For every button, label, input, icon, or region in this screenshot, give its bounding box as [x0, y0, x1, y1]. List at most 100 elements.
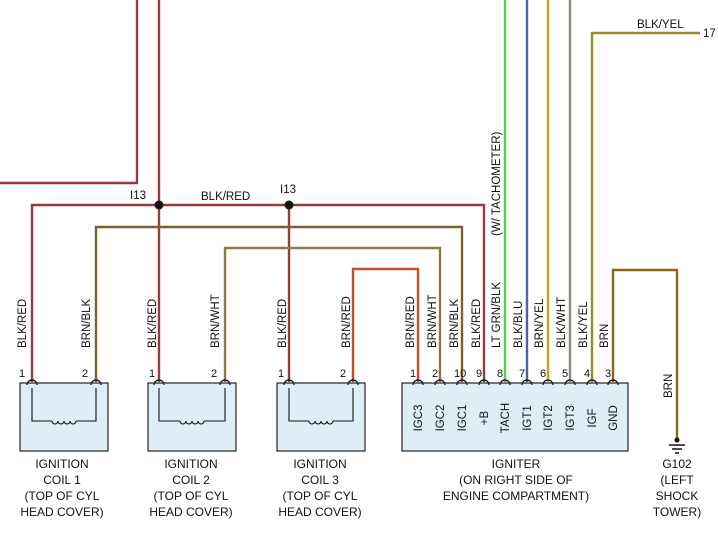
coil2-pin2-number: 2	[211, 368, 217, 380]
coil1-pin-sockets-icon	[26, 379, 102, 386]
igniter-pin-socket-icon	[478, 379, 490, 386]
coil3-pin2-number: 2	[340, 368, 346, 380]
captions: IGNITION COIL 1 (TOP OF CYL HEAD COVER) …	[20, 457, 701, 519]
coil1-body	[19, 382, 109, 452]
ground-icon	[669, 444, 685, 454]
coil3-caption-line: IGNITION	[293, 457, 346, 471]
igniter-pin-number: 1	[410, 368, 416, 380]
wire-brn-ground	[611, 268, 679, 440]
igniter-terminal-label: +B	[479, 410, 491, 425]
igniter-wire-label: BLK/BLU	[513, 301, 525, 348]
coil3-winding-icon	[288, 388, 354, 425]
igniter-pin-number: 6	[540, 368, 546, 380]
splice-right-label: I13	[280, 184, 296, 196]
igniter-wire-label: BRN/RED	[405, 296, 417, 348]
coil3-pin-sockets-icon	[283, 379, 359, 386]
ground-caption-line: TOWER)	[653, 505, 701, 519]
igniter-pin-number: 10	[454, 368, 466, 380]
wire-brn-wht	[223, 246, 442, 382]
vertical-wire-labels: BLK/RED BRN/BLK BLK/RED BRN/WHT BLK/RED …	[17, 131, 675, 398]
igniter-wire-label: BLK/WHT	[556, 297, 568, 348]
igniter-terminal-label: IGC2	[435, 405, 447, 432]
igniter-body	[401, 382, 629, 452]
igniter-wire-label: BRN/BLK	[449, 298, 461, 348]
coil1-caption-line: (TOP OF CYL	[25, 489, 100, 503]
igniter-terminal-label: GND	[608, 405, 620, 431]
igniter-pin-number: 8	[497, 368, 503, 380]
coil2-wire2-label: BRN/WHT	[210, 294, 222, 348]
coil3-caption-line: COIL 3	[301, 473, 339, 487]
igniter-caption-line: IGNITER	[492, 457, 541, 471]
splice-left	[154, 200, 164, 210]
igniter-pin-number: 5	[562, 368, 568, 380]
igniter-pin-socket-icon	[521, 379, 533, 386]
top-wire-label: BLK/YEL	[637, 19, 684, 31]
top-wire-ref: 17	[703, 28, 716, 40]
igniter-terminal-label: IGT3	[565, 405, 577, 431]
igniter-pin-socket-icon	[412, 379, 424, 386]
ground-g102	[669, 437, 685, 454]
igniter-pin-number: 2	[432, 368, 438, 380]
igniter-terminal-label: IGC3	[413, 405, 425, 432]
coil1-caption-line: COIL 1	[43, 473, 81, 487]
igniter-terminal-label: TACH	[500, 403, 512, 433]
coil1-caption-line: IGNITION	[35, 457, 88, 471]
coil2-caption-line: COIL 2	[172, 473, 210, 487]
coil2-body	[147, 382, 237, 452]
splice-right	[284, 200, 294, 210]
ignition-coil-2: 1 2	[147, 368, 237, 452]
coil3-body	[276, 382, 366, 452]
igniter-caption-line: (ON RIGHT SIDE OF	[459, 473, 573, 487]
coil2-wire1-label: BLK/RED	[147, 299, 159, 348]
coil2-caption-line: (TOP OF CYL	[154, 489, 229, 503]
igniter-wire-label: BRN	[599, 324, 611, 348]
igniter-terminal-label: IGT1	[522, 405, 534, 431]
coil1-pin2-number: 2	[82, 368, 88, 380]
wires	[0, 0, 700, 440]
igniter-pin-socket-icon	[564, 379, 576, 386]
igniter-pin-number: 9	[476, 368, 482, 380]
coil1-wire2-label: BRN/BLK	[81, 298, 93, 348]
coil3-pin1-number: 1	[278, 368, 284, 380]
wire-feed-left	[0, 0, 139, 185]
igniter-terminal-label: IGC1	[457, 405, 469, 432]
igniter-pin-number: 7	[519, 368, 525, 380]
coil2-pin-sockets-icon	[153, 379, 231, 386]
igniter-pin-number: 3	[605, 368, 611, 380]
coil3-wire2-label: BRN/RED	[341, 296, 353, 348]
coil3-caption-line: HEAD COVER)	[278, 505, 361, 519]
coil1-winding-icon	[31, 388, 97, 425]
igniter-terminal-label: IGT2	[543, 405, 555, 431]
igniter-wire-label: BRN/WHT	[427, 294, 439, 348]
tach-note-label: (W/ TACHOMETER)	[491, 131, 503, 236]
coil2-winding-icon	[158, 388, 226, 425]
coil2-caption-line: HEAD COVER)	[149, 505, 232, 519]
wire-blk-red-bus	[30, 203, 486, 382]
ignition-coil-1: 1 2	[19, 368, 109, 452]
coil3-caption-line: (TOP OF CYL	[283, 489, 358, 503]
igniter-caption-line: ENGINE COMPARTMENT)	[443, 489, 589, 503]
coil1-caption-line: HEAD COVER)	[20, 505, 103, 519]
ground-caption-line: SHOCK	[656, 489, 699, 503]
igniter-pin-socket-icon	[434, 379, 446, 386]
ground-wire-label: BRN	[663, 374, 675, 398]
coil2-pin1-number: 1	[149, 368, 155, 380]
igniter-wire-label: BLK/RED	[471, 299, 483, 348]
igniter-pin-socket-icon	[586, 379, 598, 386]
igniter-terminal-label: IGF	[587, 408, 599, 427]
wire-blk-yel	[590, 31, 700, 382]
splice-wire-label: BLK/RED	[201, 191, 250, 203]
ground-caption-line: (LEFT	[660, 473, 694, 487]
igniter-wire-label: LT GRN/BLK	[491, 282, 503, 348]
igniter-pin-socket-icon	[499, 379, 511, 386]
igniter-pin-number: 4	[584, 368, 590, 380]
igniter-pin-socket-icon	[607, 379, 619, 386]
igniter-wire-label: BLK/YEL	[578, 301, 590, 348]
ground-junction-dot	[674, 437, 680, 443]
coil1-wire1-label: BLK/RED	[17, 299, 29, 348]
wire-brn-red	[351, 267, 420, 382]
coil3-wire1-label: BLK/RED	[277, 299, 289, 348]
